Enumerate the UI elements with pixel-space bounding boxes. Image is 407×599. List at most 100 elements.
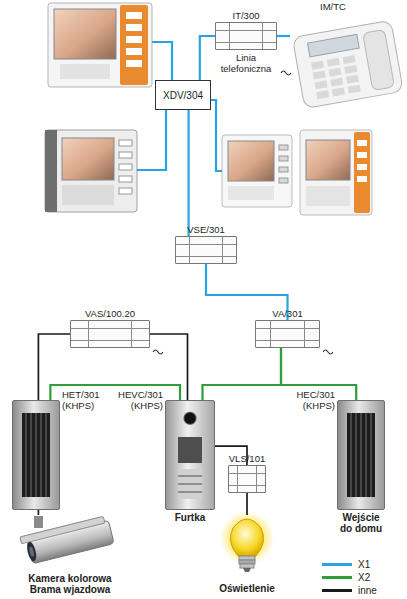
module-label: VLS/101 xyxy=(229,453,265,464)
monitor-part xyxy=(126,48,142,55)
monitor xyxy=(300,130,372,215)
monitor-part xyxy=(222,135,292,207)
camera-part xyxy=(20,515,114,565)
phone-device-part xyxy=(327,58,340,67)
monitor-wires-part xyxy=(137,110,166,170)
wire-connector xyxy=(277,35,290,37)
light-bulb-part xyxy=(230,519,263,556)
wire-connector xyxy=(246,493,248,515)
monitor-part xyxy=(357,140,367,146)
legend-swatch xyxy=(322,589,352,592)
phone-interface: IT/300Linia telefoniczna xyxy=(215,22,277,50)
phone-device-part xyxy=(346,75,359,84)
phone-device-part xyxy=(343,55,356,64)
wire-connector xyxy=(200,36,215,80)
panel-label: HET/301 (KHPS) xyxy=(62,389,108,411)
place-label: Wejście do domu xyxy=(337,512,385,534)
phone-device-part xyxy=(314,80,327,89)
module-label: VA/301 xyxy=(272,308,302,319)
place-label: Oświetlenie xyxy=(202,583,292,594)
phone-device-part xyxy=(348,85,361,94)
panel-label: HEC/301 (KHPS) xyxy=(285,389,335,411)
monitor xyxy=(45,130,137,212)
ac-symbol-part xyxy=(153,350,163,354)
monitor-part xyxy=(126,12,142,19)
phone-device-part xyxy=(313,70,326,79)
phone-device-part xyxy=(344,65,357,74)
monitor-part xyxy=(279,145,288,150)
video-distributor: XDV/304 xyxy=(155,80,211,110)
monitor-part xyxy=(126,36,142,43)
relay-module: VLS/101 xyxy=(228,465,266,493)
monitor-part xyxy=(228,186,274,200)
separator-module: VSE/301 xyxy=(175,236,237,264)
legend-text: X2 xyxy=(358,571,370,584)
power-supply: VA/301 xyxy=(255,320,320,348)
phone-device xyxy=(292,20,403,108)
monitor-part xyxy=(62,185,114,205)
camera-part-part xyxy=(29,546,35,557)
phone-device-part xyxy=(308,34,360,56)
camera xyxy=(20,515,114,565)
module-label: VAS/100.20 xyxy=(85,308,135,319)
ac-symbol-part xyxy=(281,71,291,75)
legend-text: X1 xyxy=(358,558,370,571)
legend-row: X2 xyxy=(322,571,407,584)
door-panel: HEVC/301 (KHPS)Furtka xyxy=(165,400,215,510)
place-label: Furtka xyxy=(160,512,220,523)
monitor-part xyxy=(119,176,132,182)
phone-device-part xyxy=(316,90,329,99)
monitor-part xyxy=(306,186,350,206)
monitor-part xyxy=(119,188,132,194)
legend-swatch xyxy=(322,576,352,579)
place-label: Kamera kolorowa Brama wjazdowa xyxy=(22,573,118,595)
power-supply: VAS/100.20 xyxy=(70,320,150,348)
monitor-part xyxy=(228,141,274,181)
phone-device-part xyxy=(332,87,345,96)
legend-text: inne xyxy=(358,584,377,597)
phone-device-part xyxy=(311,61,324,70)
monitor-part xyxy=(357,176,367,182)
monitor-part xyxy=(54,9,116,59)
camera-part xyxy=(34,516,43,528)
monitor-part xyxy=(279,156,288,161)
light-bulb-part xyxy=(240,564,254,568)
phone-device-part xyxy=(292,20,403,108)
monitor-part xyxy=(45,130,57,212)
phone-terminal: IM/TC xyxy=(290,0,407,112)
module-label: VSE/301 xyxy=(187,224,225,235)
wire-connector xyxy=(203,348,282,400)
legend-swatch xyxy=(322,563,352,566)
legend-row: X1 xyxy=(322,558,407,571)
module-label: XDV/304 xyxy=(156,90,210,101)
monitor-part xyxy=(62,138,114,180)
light-bulb-part xyxy=(239,560,255,564)
monitor xyxy=(48,3,152,87)
monitor-part xyxy=(354,132,370,213)
legend-row: inne xyxy=(322,584,407,597)
monitor-part xyxy=(357,152,367,158)
light-node: Oświetlenie xyxy=(202,515,292,595)
phone-device-part xyxy=(329,68,342,77)
monitor-part xyxy=(60,64,110,79)
device-label: IM/TC xyxy=(320,1,346,12)
panel-label: HEVC/301 (KHPS) xyxy=(113,389,163,411)
monitor-wires-part xyxy=(152,42,172,80)
monitor-part xyxy=(126,60,142,67)
camera-node: Kamera kolorowa Brama wjazdowa xyxy=(10,515,130,595)
light-bulb-part xyxy=(243,568,251,572)
door-panel: HET/301 (KHPS) xyxy=(12,400,60,510)
monitor-part xyxy=(126,24,142,31)
module-label: IT/300 xyxy=(233,10,260,21)
camera-part-part xyxy=(20,516,105,544)
monitor xyxy=(222,135,292,207)
monitor-part xyxy=(279,167,288,172)
phone-device-part xyxy=(330,78,343,87)
monitor-part xyxy=(279,178,288,183)
monitor-part xyxy=(306,140,350,180)
monitor-part xyxy=(357,164,367,170)
ac-symbol xyxy=(153,71,333,354)
monitor-part xyxy=(300,130,372,215)
camera-part-part xyxy=(25,541,38,562)
